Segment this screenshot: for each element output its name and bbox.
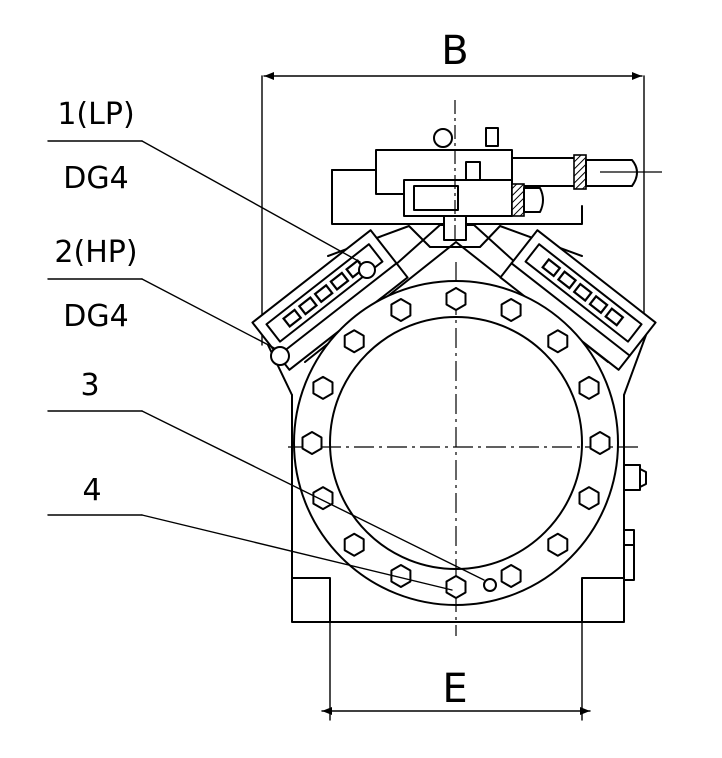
dimension-b-label: B [441, 28, 468, 74]
flange-bolt-icon [445, 575, 467, 599]
flange-bolt-icon [500, 298, 522, 322]
flange-bolt-icon [547, 532, 569, 557]
service-valve-assembly [375, 100, 662, 241]
callout-4-label: 4 [82, 473, 101, 508]
flange-bolts [301, 287, 611, 599]
side-fittings [623, 464, 647, 581]
lp-port-icon [358, 261, 376, 279]
callout-1-sublabel: DG4 [63, 161, 128, 196]
dimension-b: B [261, 28, 645, 346]
dimension-e-label: E [442, 666, 467, 712]
flange-bolt-icon [343, 532, 365, 557]
callout-2-hp: 2(HP) DG4 [47, 235, 290, 366]
flange-plate [288, 262, 642, 636]
hp-port-icon [270, 346, 290, 366]
flange-bolt-icon [500, 564, 522, 588]
callout-2-sublabel: DG4 [63, 299, 128, 334]
flange-bolt-icon [312, 486, 334, 511]
right-valve-block [499, 229, 657, 371]
flange-bolt-icon [589, 431, 611, 455]
flange-bolt-icon [578, 375, 600, 400]
callout-2-label: 2(HP) [54, 235, 137, 270]
flange-bolt-icon [547, 329, 569, 354]
callout-1-lp: 1(LP) DG4 [47, 97, 376, 279]
flange-bolt-icon [343, 329, 365, 354]
callout-4: 4 [47, 473, 453, 591]
dimension-e: E [321, 666, 591, 715]
callout-3-label: 3 [80, 368, 99, 403]
flange-bolt-icon [390, 298, 412, 322]
flange-bolt-icon [445, 287, 467, 311]
flange-bolt-icon [390, 564, 412, 588]
callout-1-label: 1(LP) [57, 97, 134, 132]
flange-bolt-icon [312, 375, 334, 400]
callout-3: 3 [47, 368, 485, 581]
flange-bolt-icon [301, 431, 323, 455]
flange-bolt-icon [578, 486, 600, 511]
port-3-icon [483, 578, 497, 592]
